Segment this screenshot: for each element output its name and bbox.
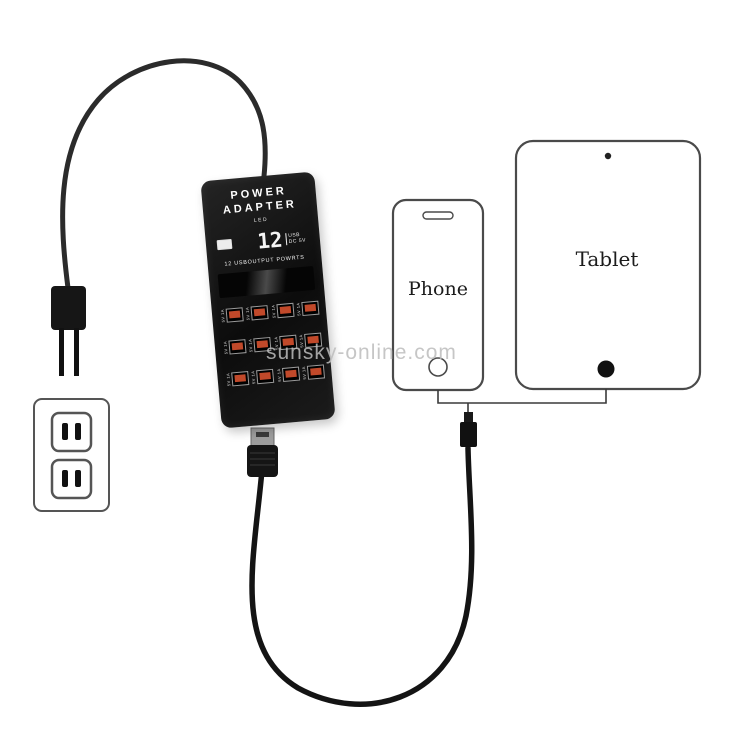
phone-icon <box>391 198 485 392</box>
display-unit-bottom: DC 5V <box>288 237 307 246</box>
usb-port-cell: 5V 1A <box>224 370 251 386</box>
outlet-slots <box>62 423 81 487</box>
watermark-text: sunsky-online.com <box>266 341 457 364</box>
usb-port-cell: 5V 1A <box>250 368 277 384</box>
display-units: USB DC 5V <box>285 231 307 246</box>
outlet-socket-bottom <box>50 458 93 500</box>
tablet-home-button <box>597 360 615 378</box>
charging-cable <box>249 445 475 707</box>
usb-a-overmold <box>247 445 278 477</box>
usb-port-icon <box>276 302 295 318</box>
usb-a-slot <box>256 432 269 437</box>
usb-port-icon <box>250 304 269 321</box>
usb-port-icon <box>256 368 275 384</box>
micro-usb-connector-icon <box>460 412 477 447</box>
usb-port-cell: 5V 1A <box>269 302 296 318</box>
plug-prong-left <box>59 328 64 376</box>
adapter-subtitle: 12 USBOUTPUT POWRTS <box>224 254 305 268</box>
usb-port-cell: 5V 1A <box>295 300 322 316</box>
usb-port-cell: 5V 1A <box>275 366 302 382</box>
usb-port-icon <box>307 363 326 380</box>
outlet-socket-top <box>50 411 93 453</box>
tablet-label: Tablet <box>576 247 639 271</box>
usb-port-grid: 5V 1A 5V 1A 5V 1A 5V 1A 5V 1A 5V 1A 5V 1… <box>211 289 332 388</box>
phone-speaker <box>422 211 454 220</box>
tablet-body <box>514 139 702 391</box>
led-indicator <box>216 239 233 251</box>
usb-port-icon <box>228 338 247 355</box>
adapter-led-label: LED <box>253 216 269 224</box>
usb-port-cell: 5V 1A <box>221 338 248 355</box>
usb-port-icon <box>301 300 320 316</box>
phone-home-button <box>428 357 448 377</box>
plug-body <box>51 286 86 330</box>
tablet-icon <box>514 139 702 391</box>
power-cable <box>60 58 268 291</box>
display-digits: 12 <box>256 227 284 254</box>
usb-port-cell: 5V 1A <box>300 363 327 380</box>
adapter-display: 12 USB DC 5V <box>256 227 307 254</box>
usb-port-icon <box>230 370 250 387</box>
usb-port-cell: 5V 1A <box>219 306 246 323</box>
micro-usb-body <box>460 422 477 447</box>
usb-a-connector-icon <box>247 427 278 477</box>
micro-usb-tip <box>464 412 473 424</box>
tablet-camera <box>604 152 612 160</box>
adapter-display-row: 12 USB DC 5V <box>205 226 320 257</box>
device-junction-line <box>437 389 607 404</box>
wall-outlet-icon <box>33 398 110 512</box>
usb-port-icon <box>281 366 300 382</box>
plug-prong-right <box>74 328 79 376</box>
adapter-title: POWER ADAPTER <box>221 183 297 218</box>
phone-label: Phone <box>408 278 468 300</box>
usb-port-icon <box>225 306 244 323</box>
usb-port-cell: 5V 1A <box>244 304 271 320</box>
power-plug-icon <box>51 286 86 376</box>
power-adapter: POWER ADAPTER LED 12 USB DC 5V 12 USBOUT… <box>200 171 336 429</box>
usb-a-ridges <box>250 452 275 466</box>
